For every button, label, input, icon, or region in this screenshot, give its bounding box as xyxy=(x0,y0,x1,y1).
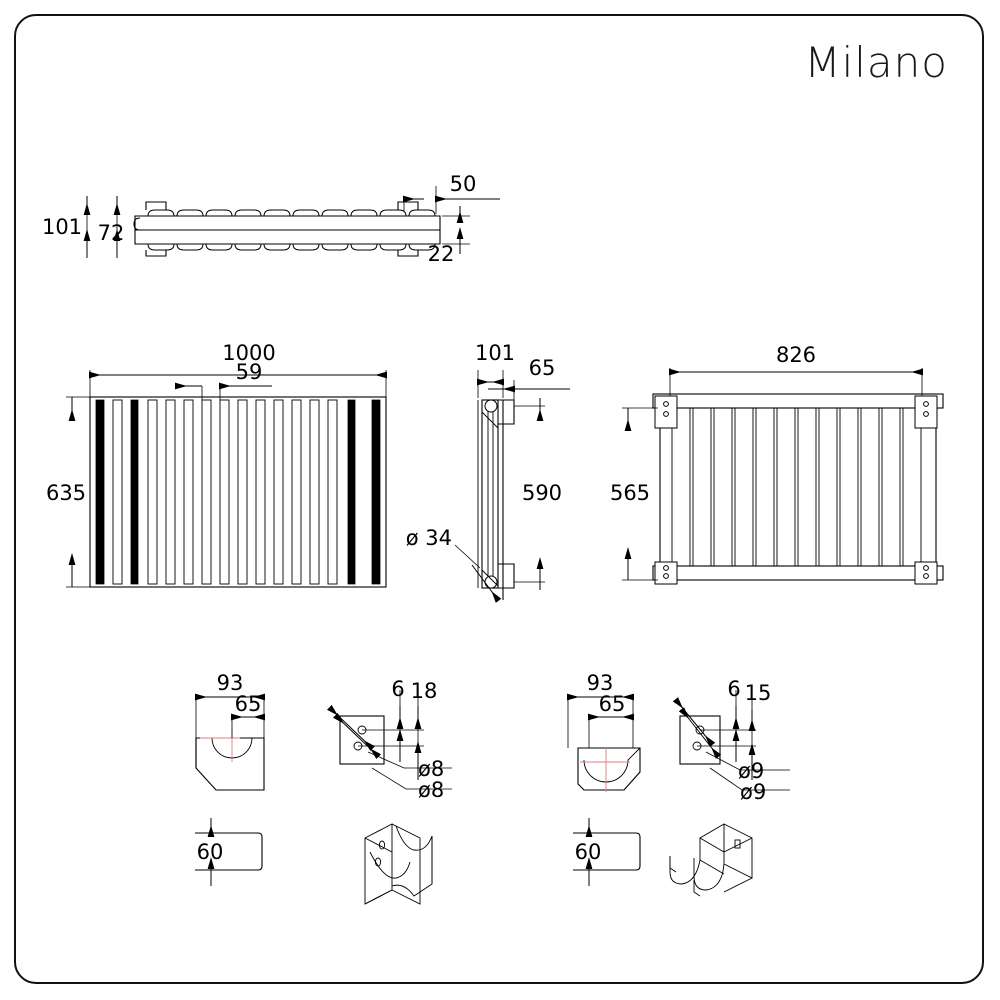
bracket-a-isometric xyxy=(364,823,433,905)
dim-bracket-a-dia8-1: ø8 xyxy=(418,757,444,781)
bracket-b-isometric xyxy=(669,823,753,897)
dim-bracket-b-93: 93 xyxy=(587,671,614,695)
dim-bracket-a-6: 6 xyxy=(391,677,404,701)
dim-rear-565: 565 xyxy=(610,481,650,505)
dim-bracket-b-6: 6 xyxy=(727,677,740,701)
bracket-a-holes: 6 18 ø8 ø8 xyxy=(326,677,452,802)
bracket-b-profile: 93 65 xyxy=(567,671,641,792)
dim-front-1000: 1000 xyxy=(222,341,275,365)
dim-top-101: 101 xyxy=(42,215,82,239)
sheet-border xyxy=(14,14,984,984)
dim-bracket-b-dia9-2: ø9 xyxy=(740,780,766,804)
dim-side-dia34: ø 34 xyxy=(406,526,452,550)
front-view: 1000 59 635 xyxy=(46,341,387,588)
dim-bracket-a-60: 60 xyxy=(197,840,224,864)
dim-top-22: 22 xyxy=(428,242,455,266)
brand-logo: Milano xyxy=(804,38,948,87)
dim-top-50: 50 xyxy=(450,172,477,196)
dim-bracket-b-65: 65 xyxy=(599,692,626,716)
dim-bracket-a-93: 93 xyxy=(217,671,244,695)
dim-top-72: 72 xyxy=(98,221,125,245)
dim-rear-826: 826 xyxy=(776,343,816,367)
side-view: 101 65 590 ø 34 xyxy=(406,341,570,603)
dim-bracket-a-dia8-2: ø8 xyxy=(418,778,444,802)
bracket-a-top: 60 xyxy=(195,818,263,886)
rear-view: 826 565 xyxy=(610,343,944,585)
rear-view-brackets xyxy=(654,395,938,585)
bracket-b-top: 60 xyxy=(573,818,641,886)
dim-bracket-a-65: 65 xyxy=(235,692,262,716)
dim-front-59: 59 xyxy=(236,360,263,384)
dim-bracket-b-60: 60 xyxy=(575,840,602,864)
front-view-fins xyxy=(95,399,381,585)
bracket-b-holes: 6 15 ø9 ø9 xyxy=(672,677,790,804)
dim-bracket-a-18: 18 xyxy=(411,679,438,703)
top-view: 101 72 50 22 xyxy=(42,172,500,266)
bracket-a-profile: 93 65 xyxy=(195,671,265,791)
dim-bracket-b-dia9-1: ø9 xyxy=(738,759,764,783)
dim-side-101: 101 xyxy=(475,341,515,365)
top-view-fins-upper xyxy=(147,209,436,217)
dim-bracket-b-15: 15 xyxy=(745,681,772,705)
dim-side-590: 590 xyxy=(522,481,562,505)
dim-side-65: 65 xyxy=(529,356,556,380)
rear-view-fins xyxy=(671,407,922,567)
top-view-fins-lower xyxy=(147,243,436,251)
dim-front-635: 635 xyxy=(46,481,86,505)
